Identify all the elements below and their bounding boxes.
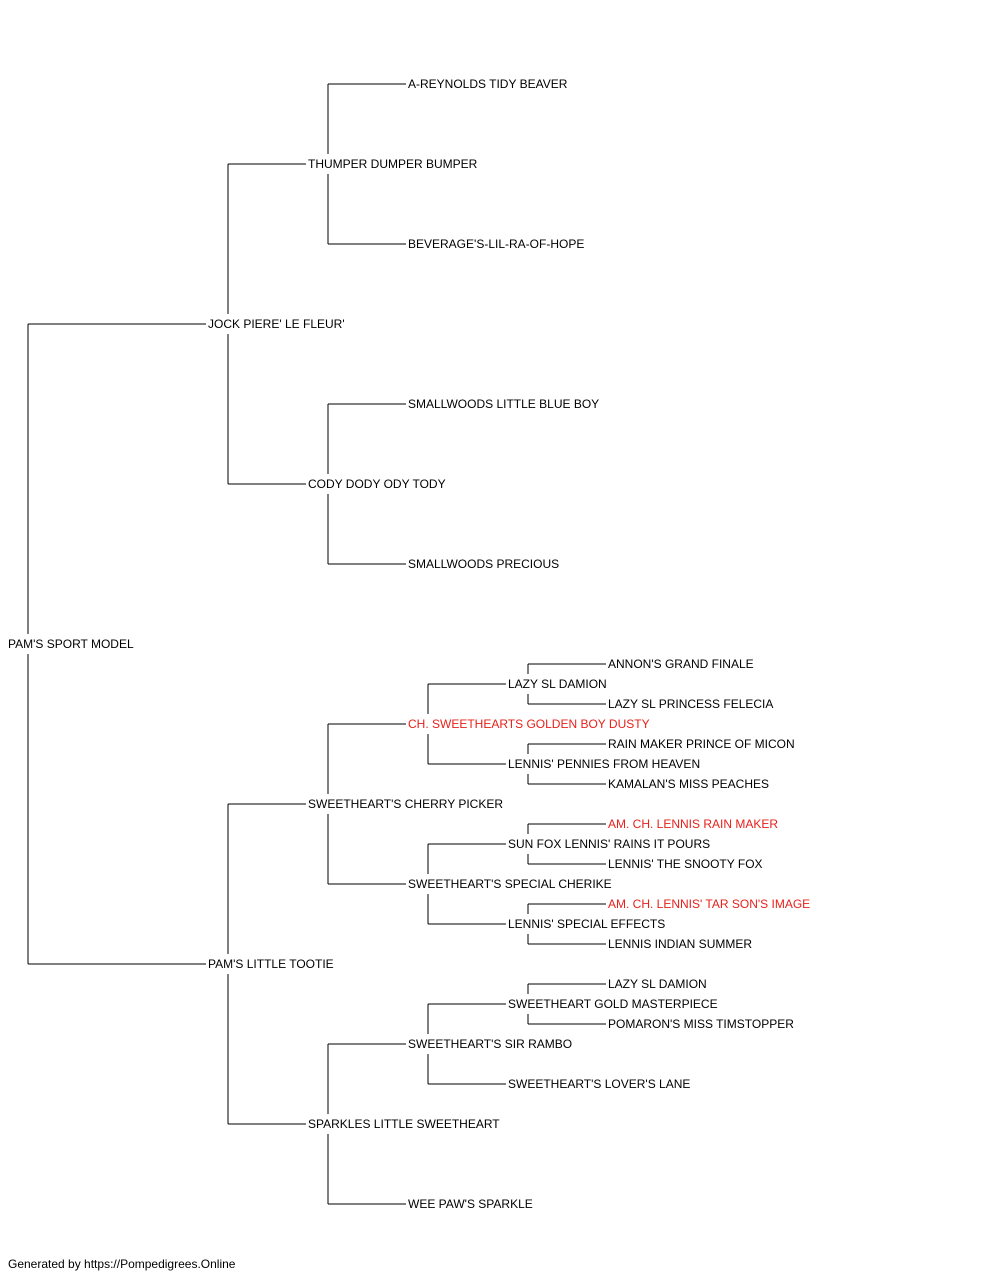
dog-name-label: A-REYNOLDS TIDY BEAVER	[408, 77, 568, 91]
dog-name-label: LENNIS INDIAN SUMMER	[608, 937, 752, 951]
connector-lines	[27, 83, 606, 1205]
dog-name-label: CODY DODY ODY TODY	[308, 477, 446, 491]
dog-name-label: THUMPER DUMPER BUMPER	[308, 157, 478, 171]
dog-name-label: SMALLWOODS LITTLE BLUE BOY	[408, 397, 599, 411]
dog-name-label: LENNIS' PENNIES FROM HEAVEN	[508, 757, 700, 771]
dog-name-label: PAM'S LITTLE TOOTIE	[208, 957, 334, 971]
dog-name-label: SWEETHEART'S SPECIAL CHERIKE	[408, 877, 612, 891]
dog-name-label: POMARON'S MISS TIMSTOPPER	[608, 1017, 794, 1031]
dog-name-label: SWEETHEART'S CHERRY PICKER	[308, 797, 503, 811]
dog-name-label: PAM'S SPORT MODEL	[8, 637, 134, 651]
dog-name-label: LENNIS' THE SNOOTY FOX	[608, 857, 763, 871]
dog-name-label: LAZY SL DAMION	[508, 677, 607, 691]
champion-name-label: CH. SWEETHEARTS GOLDEN BOY DUSTY	[408, 717, 650, 731]
dog-name-label: ANNON'S GRAND FINALE	[608, 657, 754, 671]
dog-name-label: LAZY SL DAMION	[608, 977, 707, 991]
dog-name-label: BEVERAGE'S-LIL-RA-OF-HOPE	[408, 237, 584, 251]
dog-name-label: SWEETHEART GOLD MASTERPIECE	[508, 997, 718, 1011]
dog-name-label: SWEETHEART'S LOVER'S LANE	[508, 1077, 690, 1091]
dog-name-label: SUN FOX LENNIS' RAINS IT POURS	[508, 837, 710, 851]
dog-name-label: RAIN MAKER PRINCE OF MICON	[608, 737, 795, 751]
champion-name-label: AM. CH. LENNIS RAIN MAKER	[608, 817, 778, 831]
dog-name-label: LENNIS' SPECIAL EFFECTS	[508, 917, 665, 931]
dog-name-label: KAMALAN'S MISS PEACHES	[608, 777, 769, 791]
dog-name-label: SWEETHEART'S SIR RAMBO	[408, 1037, 572, 1051]
dog-name-label: JOCK PIERE' LE FLEUR'	[208, 317, 345, 331]
dog-name-label: LAZY SL PRINCESS FELECIA	[608, 697, 773, 711]
dog-name-label: SPARKLES LITTLE SWEETHEART	[308, 1117, 500, 1131]
dog-name-label: WEE PAW'S SPARKLE	[408, 1197, 533, 1211]
footer-credit: Generated by https://Pompedigrees.Online	[8, 1257, 236, 1271]
champion-name-label: AM. CH. LENNIS' TAR SON'S IMAGE	[608, 897, 810, 911]
dog-name-label: SMALLWOODS PRECIOUS	[408, 557, 559, 571]
name-labels: PAM'S SPORT MODEL JOCK PIERE' LE FLEUR' TH…	[8, 77, 810, 1211]
